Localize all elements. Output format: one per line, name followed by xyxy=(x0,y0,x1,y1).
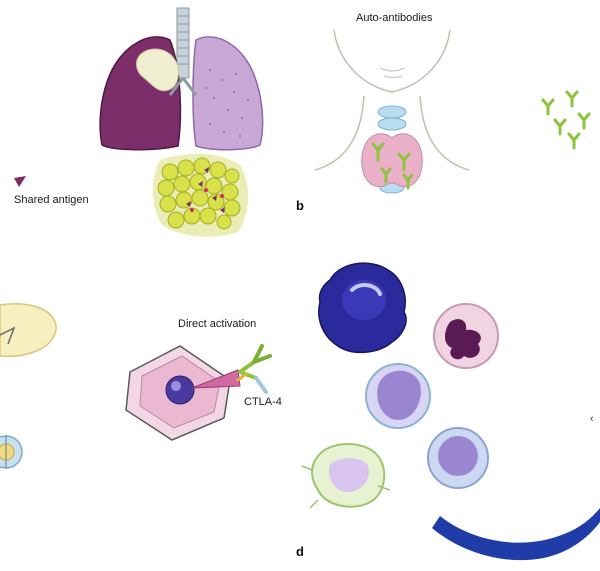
neutrophil xyxy=(433,303,499,369)
direct-activation-label: Direct activation xyxy=(178,318,257,330)
bronchi xyxy=(168,77,198,96)
right-lung-texture xyxy=(205,69,249,137)
blue-arc xyxy=(432,508,600,561)
ctla4-label: CTLA-4 xyxy=(244,396,282,408)
panel-d-letter: d xyxy=(296,544,304,559)
target-cell xyxy=(125,345,241,441)
shared-antigen-symbol xyxy=(14,176,26,187)
edge-artifact: ‹ xyxy=(590,413,594,425)
panel-b-letter: b xyxy=(296,198,304,213)
monocyte xyxy=(365,363,431,429)
panel-a xyxy=(14,7,264,237)
trachea xyxy=(176,7,190,79)
partial-receptor-left xyxy=(0,326,16,345)
dendritic-cell xyxy=(301,443,391,509)
panel-d: ‹ xyxy=(301,262,600,561)
cell-nucleus xyxy=(165,375,195,405)
lung-tumor-patch xyxy=(136,48,179,92)
lymphocyte-dark xyxy=(318,262,407,354)
partial-cell-left xyxy=(0,303,57,358)
right-lung xyxy=(192,36,264,151)
panel-c xyxy=(0,303,272,469)
small-cell-bottom-left xyxy=(0,435,23,469)
shared-antigen-label: Shared antigen xyxy=(14,194,89,206)
thyroid-antibodies xyxy=(371,142,414,190)
auto-antibodies-title: Auto-antibodies xyxy=(356,12,433,24)
chin-lines xyxy=(379,67,405,78)
thyroid-gland xyxy=(361,133,423,188)
neck-sides xyxy=(314,95,470,171)
ctla4-antibody xyxy=(236,344,272,394)
tumor-cell-cluster xyxy=(152,153,249,237)
lymphocyte-small xyxy=(427,427,489,489)
panel-b xyxy=(314,29,591,194)
neck-outline xyxy=(333,29,451,93)
free-antibodies xyxy=(541,90,591,150)
